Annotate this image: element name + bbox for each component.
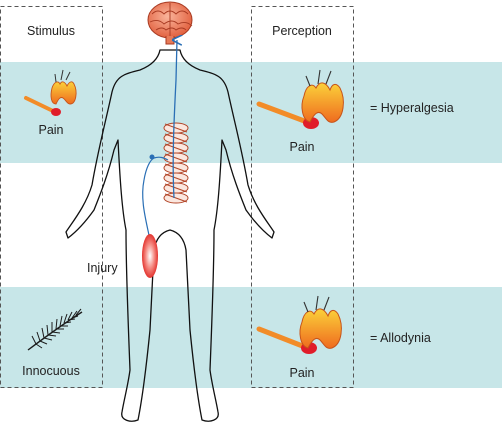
- perception-column-box: [251, 6, 354, 388]
- tooth-icon: [301, 69, 344, 123]
- stimulus-column-box: [0, 6, 103, 388]
- spine-icon: [163, 122, 189, 204]
- stimulus-label-row1: Pain: [38, 123, 63, 137]
- nerve-node: [149, 154, 155, 160]
- stimulus-header: Stimulus: [27, 24, 75, 38]
- tooth-icon: [50, 69, 77, 105]
- brain-icon: [147, 1, 193, 45]
- perception-header: Perception: [272, 24, 332, 38]
- human-body-outline: [65, 49, 275, 422]
- injury-label: Injury: [87, 261, 118, 275]
- feather-icon: [27, 308, 83, 351]
- ascending-nerve-pathway: [173, 40, 177, 199]
- perception-label-row1: Pain: [289, 140, 314, 154]
- injury-icon: [142, 234, 158, 278]
- peripheral-nerve: [142, 156, 169, 241]
- result-allodynia: = Allodynia: [370, 331, 431, 345]
- stimulus-label-row2: Innocuous: [22, 364, 80, 378]
- tooth-icon: [299, 295, 342, 349]
- match-icon: [24, 96, 61, 116]
- perception-label-row2: Pain: [289, 366, 314, 380]
- result-hyperalgesia: = Hyperalgesia: [370, 101, 454, 115]
